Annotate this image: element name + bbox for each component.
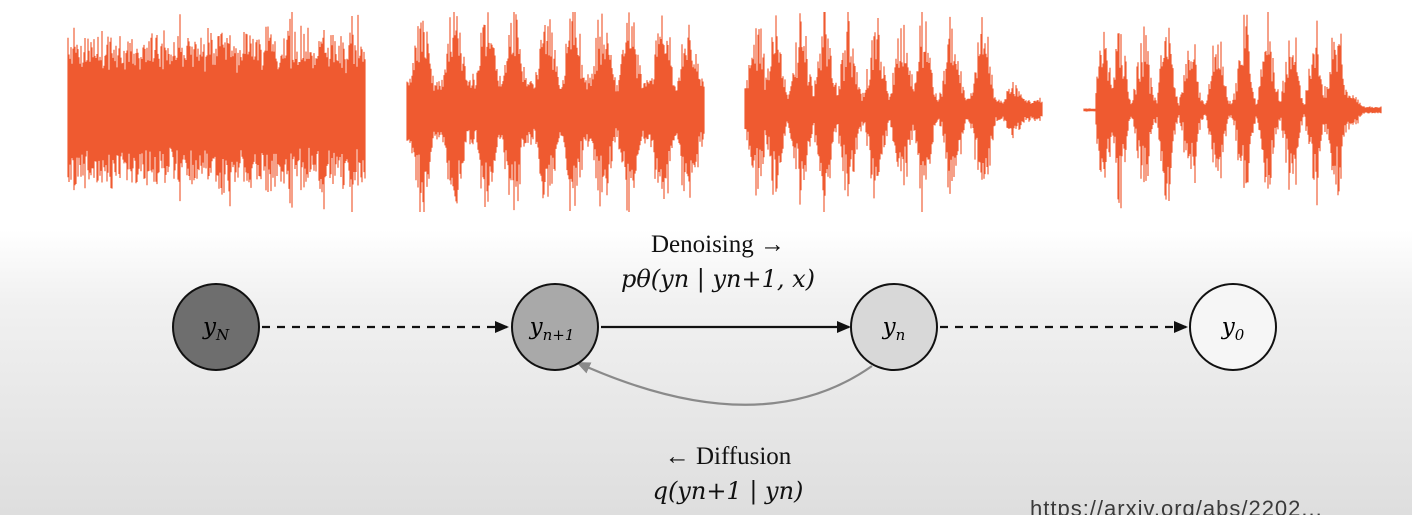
diffusion-title: ← Diffusion: [665, 443, 792, 470]
denoising-formula: pθ(yn | yn+1, x): [621, 265, 815, 294]
node-y-0-label: y: [1221, 314, 1236, 340]
node-y-N-label: y: [202, 314, 217, 340]
waveform-partly-denoised: [744, 12, 1043, 212]
node-y-n: yn: [850, 283, 938, 371]
svg-text:yN: yN: [202, 314, 230, 344]
node-y-N-sub: N: [215, 326, 230, 344]
node-y-n-sub: n: [896, 326, 906, 344]
waveform-mostly-noise: [406, 12, 705, 212]
denoising-title: Denoising →: [651, 231, 785, 258]
waveform-noise: [67, 12, 366, 212]
node-y-N: yN: [172, 283, 260, 371]
diffusion-formula: q(yn+1 | yn): [653, 477, 804, 506]
diffusion-arrow: [576, 361, 873, 406]
svg-text:y0: y0: [1221, 314, 1245, 344]
svg-text:yn: yn: [882, 314, 906, 344]
node-y-0-sub: 0: [1235, 326, 1245, 344]
node-y-n-plus-1: yn+1: [511, 283, 599, 371]
node-y-n-label: y: [882, 314, 897, 340]
waveform-row: [67, 12, 1382, 212]
node-y-0: y0: [1189, 283, 1277, 371]
source-url: https://arxiv.org/abs/2202...: [1030, 496, 1323, 515]
node-y-n-plus-1-sub: n+1: [543, 326, 575, 344]
svg-text:yn+1: yn+1: [529, 314, 575, 344]
node-y-n-plus-1-label: y: [529, 314, 544, 340]
waveform-clean-speech: [1083, 12, 1382, 209]
